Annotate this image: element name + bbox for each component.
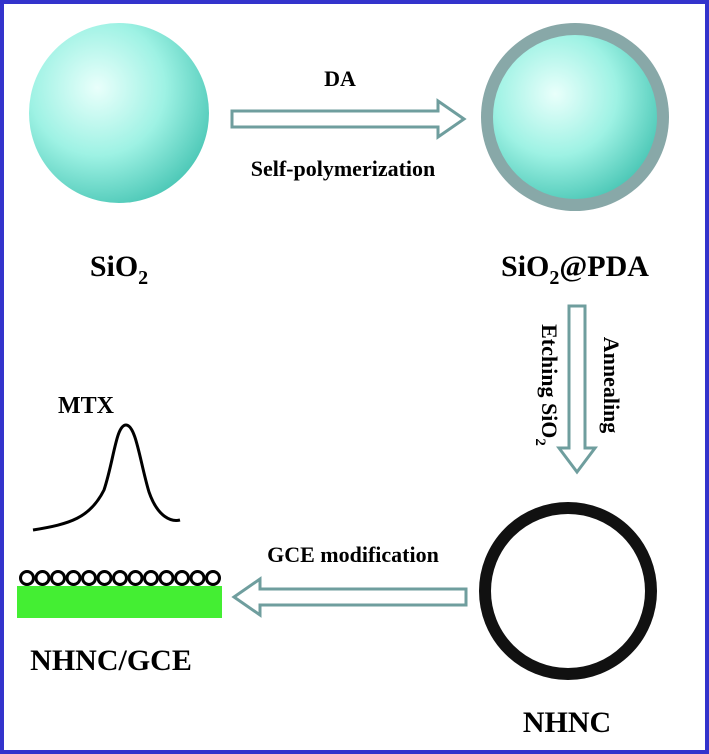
step3-label: GCE modification [267, 542, 439, 567]
nhnc-bead-icon [174, 570, 190, 586]
nhnc-bead-icon [127, 570, 144, 586]
nhnc-bead-icon [96, 570, 113, 586]
pda-core-sphere-icon [493, 35, 657, 199]
sio2-sphere-icon [29, 23, 209, 203]
nhnc-bead-icon [50, 570, 66, 586]
peak-curve-icon [32, 423, 181, 532]
nhnc-bead-icon [34, 570, 51, 586]
arrow-left-icon [231, 576, 468, 618]
nhnc-bead-icon [205, 570, 221, 586]
arrow-right-icon [230, 98, 467, 140]
nhnc-bead-icon [112, 570, 128, 586]
step1-top-label: DA [324, 66, 356, 91]
nhnc-bead-icon [65, 570, 82, 586]
nhnc-bead-row [19, 570, 221, 586]
nhnc-bead-icon [81, 570, 97, 586]
nhnc-label: NHNC [523, 706, 611, 739]
nhnc-bead-icon [19, 570, 35, 586]
electrode-bar-icon [17, 586, 222, 618]
step1-bottom-label: Self-polymerization [251, 156, 436, 181]
etching-label: Etching SiO2 [532, 324, 562, 446]
annealing-label: Annealing [599, 337, 624, 434]
nhnc-ring-icon [479, 502, 657, 680]
sio2-pda-label: SiO2@PDA [501, 250, 649, 289]
nhnc-bead-icon [189, 570, 206, 586]
nhnc-bead-icon [143, 570, 159, 586]
nhnc-gce-label: NHNC/GCE [30, 644, 192, 677]
mtx-label: MTX [58, 393, 115, 419]
sio2-label: SiO2 [90, 250, 148, 289]
arrow-down-icon [556, 304, 598, 475]
nhnc-bead-icon [158, 570, 175, 586]
